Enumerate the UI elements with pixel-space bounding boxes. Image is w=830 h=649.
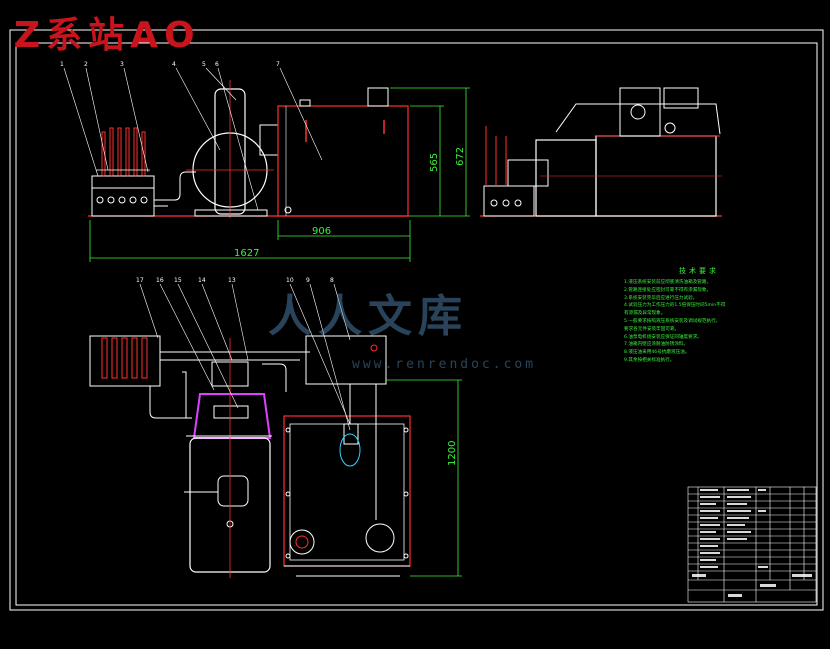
part-number: 6 — [215, 61, 219, 68]
requirement-line: 7.油箱内壁应涂耐油防锈涂料。 — [624, 342, 689, 348]
part-number: 3 — [120, 61, 124, 68]
technical-requirements-title: 技术要求 — [679, 267, 719, 275]
title-block — [687, 486, 817, 603]
plan-view: 17 16 15 14 13 10 9 8 1200 — [89, 277, 462, 578]
requirement-line: 2.管路连接处应密封可靠不得有渗漏现象。 — [624, 287, 712, 293]
requirement-line: 1.液压系统安装前应彻底清洗油箱及管路。 — [624, 280, 712, 285]
front-view: 1 2 3 4 5 6 7 906 1627 565 672 — [60, 61, 470, 262]
part-number: 15 — [174, 277, 182, 284]
dimension-depth-plan: 1200 — [447, 441, 458, 466]
dimension-length-total: 1627 — [234, 248, 259, 259]
part-number: 7 — [276, 61, 280, 68]
dimension-height-tank: 565 — [429, 153, 440, 172]
dimension-height-total: 672 — [455, 147, 466, 166]
part-number: 13 — [228, 277, 236, 284]
requirement-line: 6.油泵电机组安装应保证同轴度要求。 — [624, 334, 702, 340]
front-part-numbers: 1 2 3 4 5 6 7 — [60, 61, 280, 68]
part-number: 8 — [330, 277, 334, 284]
watermark-url: www.renrendoc.com — [352, 357, 537, 372]
title-block-filler — [692, 489, 812, 597]
part-number: 17 — [136, 277, 144, 284]
requirement-line: 要求各元件安装牢固可靠。 — [624, 326, 680, 332]
requirement-line: 4.试验压力为工作压力的1.5倍保压时间5min不得 — [624, 303, 726, 309]
requirement-line: 有渗漏及异常现象。 — [624, 311, 666, 317]
part-number: 2 — [84, 61, 88, 68]
plan-part-numbers: 17 16 15 14 13 10 9 8 — [136, 277, 334, 284]
part-number: 4 — [172, 61, 176, 68]
outer-frame — [9, 29, 824, 611]
requirement-line: 3.系统安装完毕后应进行压力试验。 — [624, 295, 698, 301]
part-number: 16 — [156, 277, 164, 284]
inner-frame — [15, 42, 818, 606]
requirement-line: 5.一般要求按照液压系统安装及调试规范执行。 — [624, 318, 721, 324]
requirement-line: 8.液压油采用46号抗磨液压油。 — [624, 350, 690, 356]
part-number: 9 — [306, 277, 310, 284]
part-number: 14 — [198, 277, 206, 284]
side-view — [480, 87, 722, 217]
technical-requirements: 技术要求 1.液压系统安装前应彻底清洗油箱及管路。 2.管路连接处应密封可靠不得… — [624, 266, 774, 365]
part-number: 10 — [286, 277, 294, 284]
part-number: 1 — [60, 61, 64, 68]
part-number: 5 — [202, 61, 206, 68]
dimension-length-tank: 906 — [312, 226, 331, 237]
requirement-line: 9.其余按相关标准执行。 — [624, 357, 675, 363]
watermark-logo: 人人文库 — [268, 291, 468, 342]
brand-logo: Z系站AO — [14, 15, 201, 56]
